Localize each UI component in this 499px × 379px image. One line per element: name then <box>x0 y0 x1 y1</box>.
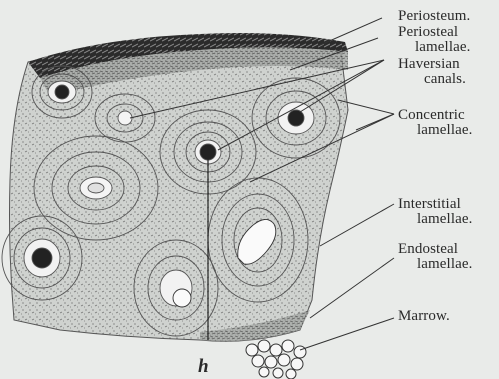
label-endosteal-line1: Endosteal <box>398 242 472 257</box>
label-endosteal-line2: lamellae. <box>398 257 472 272</box>
label-endosteal-lamellae: Endosteal lamellae. <box>398 242 472 272</box>
label-marrow: Marrow. <box>398 309 450 324</box>
label-haversian-line1: Haversian <box>398 57 466 72</box>
label-periosteal-lamellae: Periosteal lamellae. <box>398 25 470 55</box>
label-concentric-line2: lamellae. <box>398 123 472 138</box>
label-interstitial-line1: Interstitial <box>398 197 472 212</box>
label-periosteal-line1: Periosteal <box>398 25 470 40</box>
label-periosteum: Periosteum. <box>398 9 470 24</box>
label-interstitial-line2: lamellae. <box>398 212 472 227</box>
label-periosteal-line2: lamellae. <box>398 40 470 55</box>
marker-h: h <box>198 356 209 378</box>
label-haversian-canals: Haversian canals. <box>398 57 466 87</box>
label-concentric-line1: Concentric <box>398 108 472 123</box>
label-concentric-lamellae: Concentric lamellae. <box>398 108 472 138</box>
label-marrow-text: Marrow. <box>398 308 450 324</box>
label-interstitial-lamellae: Interstitial lamellae. <box>398 197 472 227</box>
label-haversian-line2: canals. <box>398 72 466 87</box>
marrow-cells <box>246 340 306 379</box>
label-periosteum-text: Periosteum. <box>398 8 470 24</box>
